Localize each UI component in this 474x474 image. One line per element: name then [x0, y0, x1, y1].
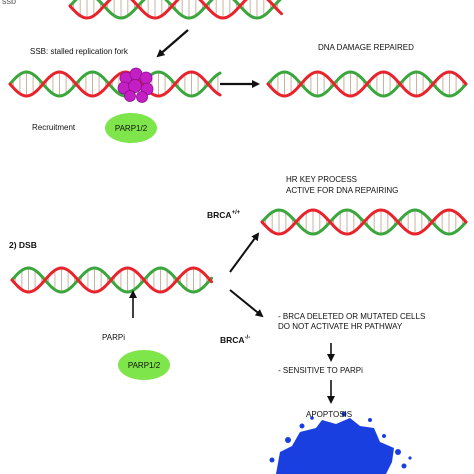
- brca-positive-base: BRCA: [207, 210, 232, 220]
- dna-strand-green: [68, 0, 282, 20]
- dna-helix-hr: [260, 208, 468, 236]
- parp-oval-dsb: PARP1/2: [118, 350, 170, 380]
- corner-label: ssb: [2, 0, 17, 6]
- dna-strand-red: [68, 0, 283, 20]
- dna-helix-ssb: [8, 70, 222, 98]
- apoptosis-debris: [269, 411, 412, 474]
- recruitment-label: Recruitment: [32, 123, 76, 132]
- stalled-fork-damage: [117, 67, 154, 103]
- dna-strand-red: [260, 208, 468, 236]
- arrow-dsb-to-hr: [229, 232, 260, 273]
- brca-positive-sup: +/+: [231, 210, 241, 216]
- parpi-label: PARPi: [102, 333, 125, 342]
- hr-active-label: ACTIVE FOR DNA REPAIRING: [286, 186, 399, 195]
- arrow-top-to-ssb: [156, 29, 189, 58]
- dna-damage-repaired-label: DNA DAMAGE REPAIRED: [318, 43, 414, 52]
- brca-negative-sup: -/-: [244, 335, 251, 341]
- apoptosis-label: APOPTOSIS: [306, 410, 353, 419]
- brca-positive-label: BRCA+/+: [207, 210, 240, 222]
- parp-label-dsb: PARP1/2: [127, 360, 161, 370]
- dna-strand-red: [266, 70, 468, 98]
- brca-negative-label: BRCA-/-: [220, 335, 250, 347]
- dna-strand-red: [10, 266, 213, 294]
- hr-key-process-label: HR KEY PROCESS: [286, 175, 357, 184]
- dna-helix-dsb: [10, 266, 213, 294]
- no-hr-pathway-label: DO NOT ACTIVATE HR PATHWAY: [278, 322, 403, 331]
- sensitive-to-parpi-label: - SENSITIVE TO PARPi: [278, 366, 363, 375]
- ssb-stalled-label: SSB: stalled replication fork: [30, 47, 128, 56]
- parp-label-ssb: PARP1/2: [114, 123, 148, 133]
- dna-strand-red: [8, 70, 222, 98]
- brca-negative-base: BRCA: [220, 335, 245, 345]
- dsb-section-label: 2) DSB: [9, 240, 37, 250]
- dna-helix-top: [68, 0, 283, 20]
- parp-oval-ssb: PARP1/2: [105, 113, 157, 143]
- arrow-dsb-to-deleted: [229, 289, 264, 318]
- dna-helix-repaired: [266, 70, 468, 98]
- dna-strand-green: [8, 70, 222, 98]
- brca-deleted-label: - BRCA DELETED OR MUTATED CELLS: [278, 312, 426, 321]
